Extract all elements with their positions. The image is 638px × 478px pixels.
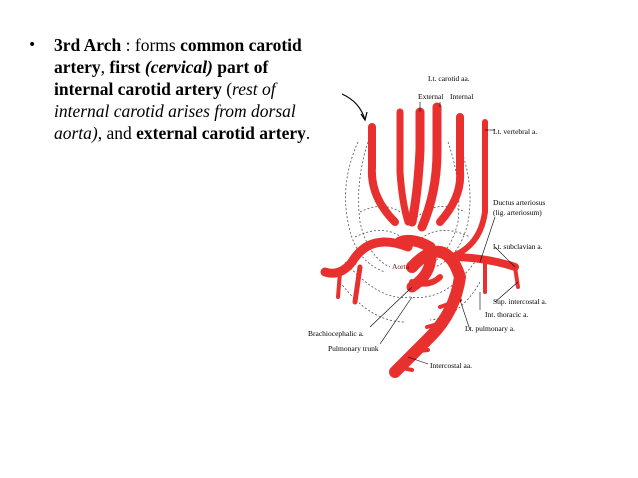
label-lt-vertebral: Lt. vertebral a. (493, 127, 538, 136)
text-rest-note: rest of internal carotid arises from dor… (54, 79, 296, 143)
label-internal: Internal (450, 92, 474, 101)
text-cervical: (cervical) (144, 57, 213, 77)
text-comma-1: , (100, 57, 110, 77)
text-open-paren: ( (221, 79, 233, 99)
text-and: , and (97, 123, 137, 143)
text-3rd-arch: 3rd Arch (54, 35, 122, 55)
label-aorta: Aorta (392, 262, 410, 271)
text-external-carotid: external carotid artery (136, 123, 306, 143)
text-forms: : forms (121, 35, 181, 55)
label-pulmonary-trunk: Pulmonary trunk (328, 344, 379, 353)
label-sup-intercostal: Sup. intercostal a. (493, 297, 547, 306)
label-lig: (lig. arteriosum) (493, 208, 542, 217)
text-period: . (305, 123, 311, 143)
label-intercostal: Intercostal aa. (430, 361, 473, 370)
text-first: first (109, 57, 145, 77)
label-int-thoracic: Int. thoracic a. (485, 310, 529, 319)
label-lt-subclavian: Lt. subclavian a. (493, 242, 543, 251)
label-ductus: Ductus arteriosus (493, 198, 546, 207)
label-lt-pulmonary: Lt. pulmonary a. (465, 324, 515, 333)
bullet-text: 3rd Arch : forms common carotid artery , … (54, 34, 323, 144)
arrowhead-icon (360, 111, 368, 122)
text-common-carotid: common carotid artery (54, 35, 302, 77)
aortic-arch-diagram: Lt. carotid aa. External Internal Lt. ve… (300, 72, 560, 392)
label-lt-carotid: Lt. carotid aa. (428, 74, 470, 83)
bullet-item: • 3rd Arch : forms common carotid artery… (28, 34, 323, 144)
aortic-arch-illustration (320, 93, 520, 378)
text-internal-carotid: part of internal carotid artery (54, 57, 269, 99)
leader-lines (369, 102, 519, 365)
label-brachiocephalic: Brachiocephalic a. (308, 329, 364, 338)
arteries (320, 102, 520, 378)
bullet-dot: • (28, 37, 37, 53)
pointer-arrow-icon (341, 93, 366, 121)
label-external: External (418, 92, 444, 101)
